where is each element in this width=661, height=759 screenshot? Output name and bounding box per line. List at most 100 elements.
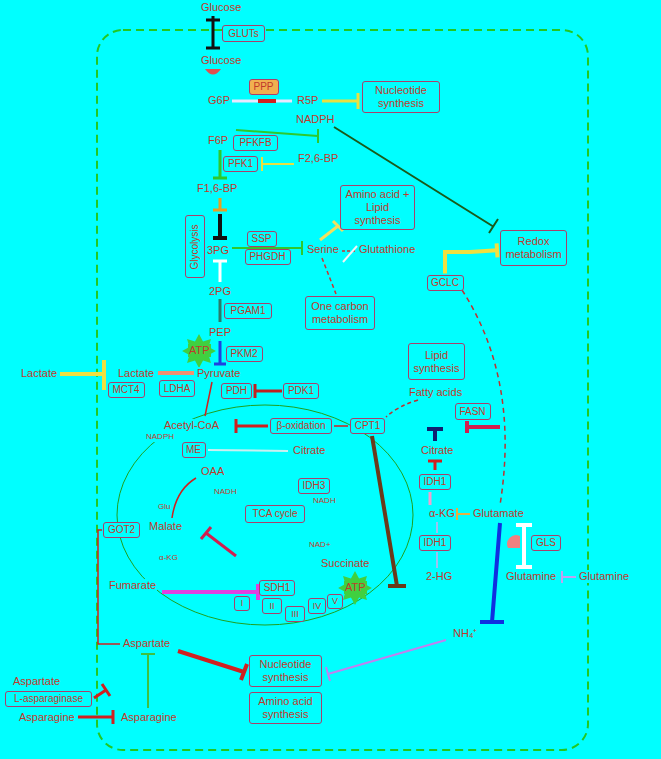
box-text: III [291,609,299,620]
metabolite-label: Fatty acids [408,386,463,399]
pathway-box: IDH1 [419,474,451,490]
pathway-box: SSP [247,231,277,247]
pathway-line [322,93,358,109]
pathway-box: TCA cycle [245,505,305,523]
pathway-box: PPP [249,79,279,95]
box-text: V [332,596,338,607]
pathway-box: I [234,596,250,611]
metabolite-label: α-KG [428,507,456,520]
metabolite-label: F1,6-BP [196,182,238,195]
box-text: PPP [253,81,273,93]
pathway-line [232,100,292,103]
metabolite-label: Glutamate [472,507,525,520]
box-text: TCA cycle [252,508,297,520]
atp-star [182,334,216,368]
pathway-line [429,492,432,505]
pathway-box: Nucleotide synthesis [249,655,322,687]
metabolite-label: NH₄⁺ [452,627,478,640]
box-text: GOT2 [108,524,135,536]
inhibition-bar [495,243,500,257]
pathway-box: III [285,606,305,622]
box-text: PGAM1 [230,305,265,317]
pathway-box: Redox metabolism [500,230,567,266]
box-text: II [269,601,274,612]
metabolite-label: Citrate [420,444,454,457]
pathway-line [334,425,348,427]
metabolite-label: Aspartate [122,637,171,650]
pathway-box: Amino acid synthesis [249,692,322,724]
metabolite-label: 2-HG [425,570,453,583]
pathway-line [562,571,576,583]
box-text: PKM2 [230,348,257,360]
cell-boundary [97,30,588,750]
metabolite-label: Fumarate [108,579,157,592]
pathway-line [219,299,222,322]
metabolite-label: Malate [148,520,183,533]
metabolite-label: Glutathione [358,243,416,256]
pathway-box: PFKFB [233,135,278,151]
pathway-box: L-asparaginase [5,691,92,707]
metabolite-label: Aspartate [12,675,61,688]
metabolite-label: NADPH [145,432,175,442]
pathway-line [467,421,500,433]
vertical-label-box: Glycolysis [185,215,205,278]
box-text: One carbon metabolism [309,300,371,326]
pathway-line [78,710,113,724]
box-text: GLUTs [228,28,259,40]
pathway-line [214,341,226,364]
pathway-line [236,419,268,433]
metabolite-label: Lactate [20,367,58,380]
pathway-line [372,436,406,586]
box-text: Nucleotide synthesis [253,658,318,684]
pathway-box: One carbon metabolism [305,296,375,330]
pathway-line [428,461,442,470]
metabolite-label: 2PG [208,285,232,298]
box-text: Nucleotide synthesis [366,84,436,110]
pathway-box: SDH1 [259,580,295,596]
metabolite-label: NADH [312,496,337,506]
box-text: Lipid synthesis [412,349,461,375]
metabolite-label: G6P [207,94,231,107]
metabolite-label: Glutamine [505,570,557,583]
pathway-box: PHGDH [245,249,291,265]
metabolite-label: Asparagine [18,711,76,724]
box-text: PDK1 [288,385,314,397]
metabolite-label: Glutamine [578,570,630,583]
metabolite-label: F2,6-BP [297,152,339,165]
pathway-box: GLS [531,535,561,551]
pathway-box: GCLC [427,275,464,291]
box-text: L-asparaginase [14,693,83,705]
atp-star [338,571,372,605]
metabolite-label: Glucose [200,54,242,67]
metabolite-label: NADH [213,487,238,497]
pathway-box: Amino acid + Lipid synthesis [340,185,415,230]
connector-line [445,250,497,273]
pathway-line [158,371,194,375]
pathway-line [60,360,104,390]
pathway-box: CPT1 [350,418,385,434]
box-text: PFKFB [239,137,271,149]
pathway-line [262,157,294,171]
inhibition-connector [255,384,282,398]
box-text: ME [186,444,201,456]
cell-boundary [97,30,588,750]
pathway-box: LDHA [159,380,195,397]
pathway-box: Lipid synthesis [408,343,465,380]
metabolite-label: Asparagine [120,711,178,724]
pathway-box: V [327,594,343,609]
pathway-box: GOT2 [103,522,140,538]
box-text: LDHA [164,383,191,395]
metabolite-label: F6P [207,134,229,147]
pathway-box: IDH1 [419,535,451,551]
box-text: GCLC [431,277,459,289]
metabolite-label: Acetyl-CoA [163,419,220,432]
box-text: GLS [536,537,556,549]
metabolite-label: 3PG [206,244,230,257]
metabolite-label: NADPH [295,113,336,126]
pathway-box: GLUTs [222,25,265,42]
pathway-line [213,198,227,210]
pathway-box: FASN [455,403,491,420]
pathway-line [507,535,520,548]
box-text: IDH1 [424,537,447,549]
tca-cycle-ring [117,405,413,625]
